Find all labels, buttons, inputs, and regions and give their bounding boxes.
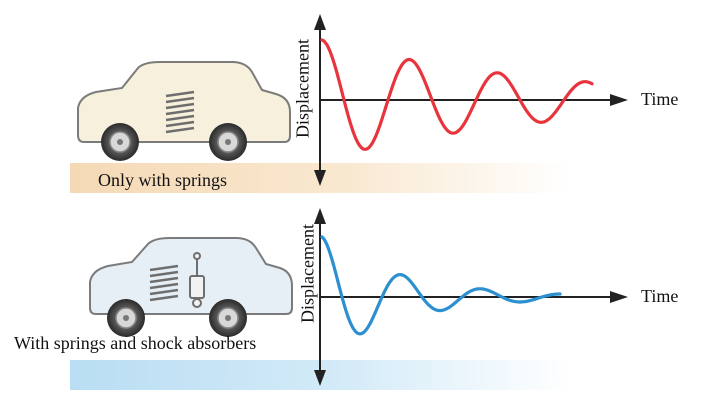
car-with-spring-icon xyxy=(77,61,291,161)
axes-1 xyxy=(314,14,628,186)
displacement-curve-damped xyxy=(320,235,562,336)
coil-spring-icon xyxy=(165,90,195,134)
panel-springs-and-shocks xyxy=(70,208,628,390)
axes-2 xyxy=(314,208,628,386)
caption-springs-and-shocks: With springs and shock absorbers xyxy=(14,333,257,353)
y-axis-arrow-up-2 xyxy=(314,208,326,224)
y-axis-arrow-up-1 xyxy=(314,14,326,30)
x-axis-label-2: Time xyxy=(641,286,679,306)
x-axis-arrow-2 xyxy=(610,291,628,303)
y-axis-arrow-down-2 xyxy=(314,370,326,386)
car-with-spring-and-shock-absorber-icon xyxy=(89,237,293,337)
y-axis-label-1: Displacement xyxy=(292,39,313,138)
caption-springs-only: Only with springs xyxy=(98,170,228,190)
rear-wheel-icon-2 xyxy=(209,299,247,337)
panel-springs-only xyxy=(70,14,628,193)
displacement-curve-undamped xyxy=(320,38,594,151)
coil-spring-icon-2 xyxy=(149,264,179,302)
front-wheel-icon-2 xyxy=(107,299,145,337)
front-wheel-icon xyxy=(101,123,139,161)
rear-wheel-icon xyxy=(209,123,247,161)
x-axis-arrow-1 xyxy=(610,94,628,106)
y-axis-label-2: Displacement xyxy=(297,224,318,323)
y-axis-arrow-down-1 xyxy=(314,170,326,186)
x-axis-label-1: Time xyxy=(641,89,679,109)
shock-absorber-icon xyxy=(189,252,205,308)
